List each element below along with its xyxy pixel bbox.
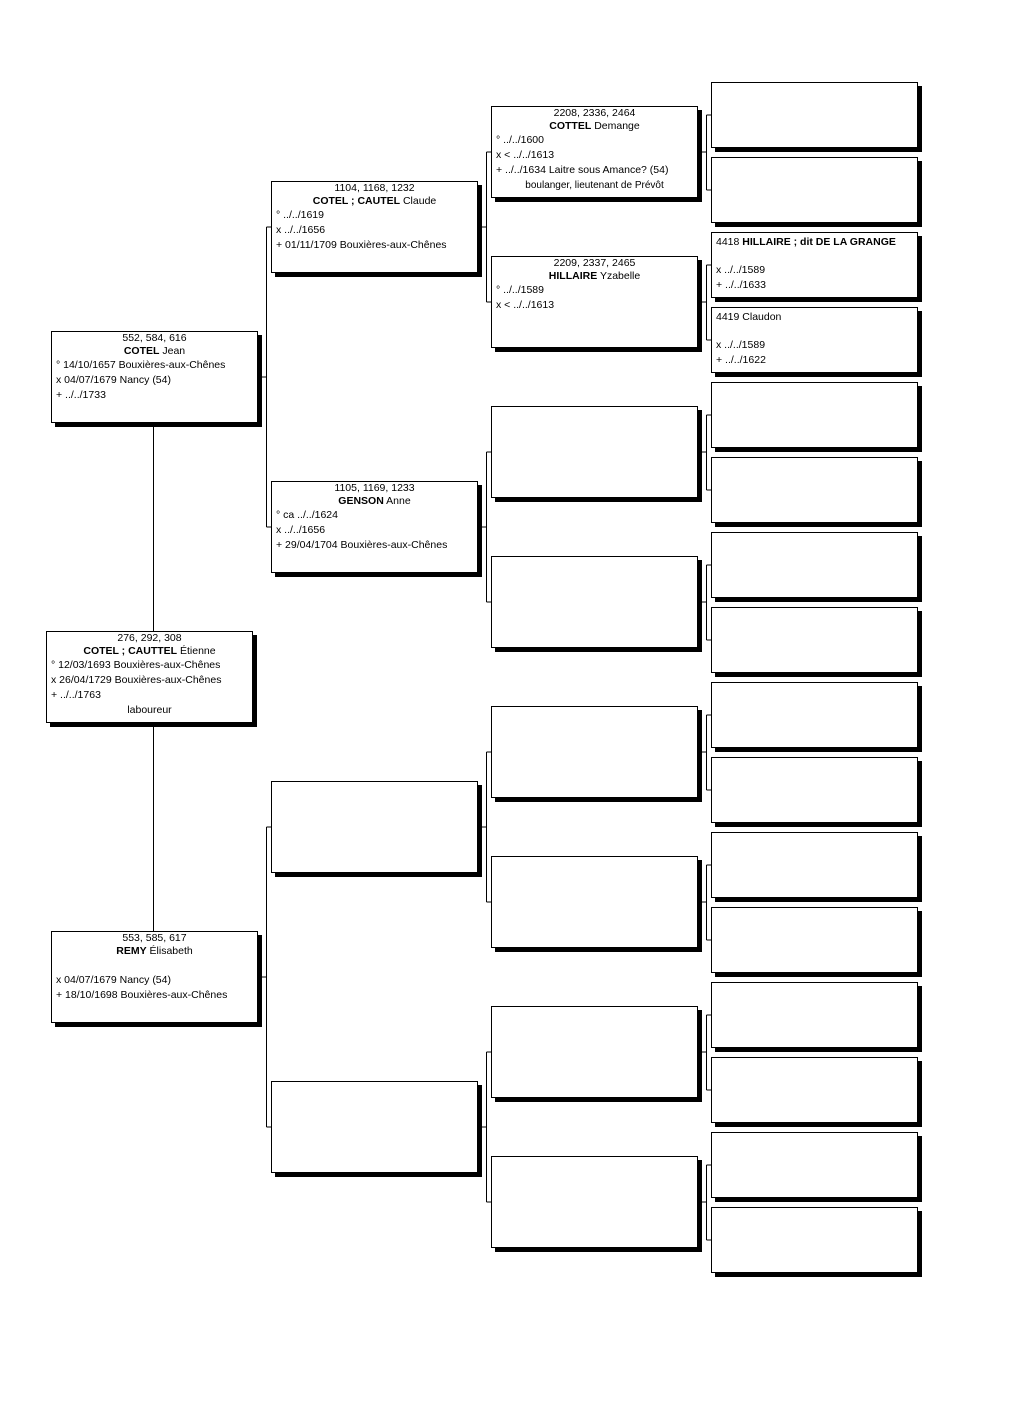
person-name: REMY Élisabeth — [116, 945, 193, 957]
death-event: + 29/04/1704 Bouxières-aux-Chênes — [276, 539, 448, 551]
person-card-4419[interactable]: 4419 Claudon x ../../1589 + ../../1622 — [711, 307, 918, 373]
person-card-empty[interactable] — [491, 556, 698, 648]
death-event: + ../../1634 Laitre sous Amance? (54) — [496, 164, 669, 176]
person-card-empty[interactable] — [711, 1132, 918, 1198]
person-card-empty[interactable] — [711, 682, 918, 748]
person-name: COTTEL Demange — [549, 120, 640, 132]
birth-event: ° ../../1619 — [276, 209, 324, 221]
person-card-empty[interactable] — [711, 1057, 918, 1123]
sosa-numbers: 276, 292, 308 — [117, 632, 182, 644]
birth-event: ° 12/03/1693 Bouxières-aux-Chênes — [51, 659, 221, 671]
marriage-event: x ../../1656 — [276, 524, 326, 536]
person-card-2209[interactable]: 2209, 2337, 2465 HILLAIRE Yzabelle ° ../… — [491, 256, 698, 348]
marriage-event: x 04/07/1679 Nancy (54) — [56, 974, 171, 986]
sosa-numbers: 1104, 1168, 1232 — [334, 182, 415, 194]
marriage-event: x ../../1656 — [276, 224, 326, 236]
person-card-empty[interactable] — [491, 1156, 698, 1248]
death-event: + ../../1733 — [56, 389, 106, 401]
person-card-empty[interactable] — [711, 457, 918, 523]
person-name: HILLAIRE Yzabelle — [548, 270, 641, 282]
occupation: laboureur — [127, 704, 172, 716]
sosa-numbers: 552, 584, 616 — [122, 332, 187, 344]
marriage-event: x 04/07/1679 Nancy (54) — [56, 374, 171, 386]
marriage-event: x ../../1589 — [716, 264, 766, 276]
birth-event: ° ../../1600 — [496, 134, 544, 146]
person-card-empty[interactable] — [711, 382, 918, 448]
sosa-numbers: 1105, 1169, 1233 — [334, 482, 415, 494]
person-name: COTEL ; CAUTTEL Étienne — [83, 645, 216, 657]
person-card-empty[interactable] — [271, 781, 478, 873]
person-card-empty[interactable] — [711, 907, 918, 973]
person-card-empty[interactable] — [711, 607, 918, 673]
person-card-empty[interactable] — [711, 157, 918, 223]
person-card-empty[interactable] — [491, 706, 698, 798]
birth-event: ° 14/10/1657 Bouxières-aux-Chênes — [56, 359, 226, 371]
death-event: + ../../1763 — [51, 689, 101, 701]
person-name: COTEL Jean — [123, 345, 186, 357]
person-card-empty[interactable] — [711, 1207, 918, 1273]
person-card-276[interactable]: 276, 292, 308 COTEL ; CAUTTEL Étienne ° … — [46, 631, 253, 723]
person-card-empty[interactable] — [711, 757, 918, 823]
birth-event: ° ca ../../1624 — [276, 509, 338, 521]
person-card-1104[interactable]: 1104, 1168, 1232 COTEL ; CAUTEL Claude °… — [271, 181, 478, 273]
person-card-553[interactable]: 553, 585, 617 REMY Élisabeth x 04/07/167… — [51, 931, 258, 1023]
person-card-552[interactable]: 552, 584, 616 COTEL Jean ° 14/10/1657 Bo… — [51, 331, 258, 423]
death-event: + 01/11/1709 Bouxières-aux-Chênes — [276, 239, 447, 251]
marriage-event: x ../../1589 — [716, 339, 766, 351]
person-card-4418[interactable]: 4418 HILLAIRE ; dit DE LA GRANGE x ../..… — [711, 232, 918, 298]
birth-event — [52, 958, 257, 973]
person-card-empty[interactable] — [711, 982, 918, 1048]
person-card-2208[interactable]: 2208, 2336, 2464 COTTEL Demange ° ../../… — [491, 106, 698, 198]
sosa-numbers: 2209, 2337, 2465 — [553, 257, 636, 269]
person-name: 4418 HILLAIRE ; dit DE LA GRANGE — [716, 236, 896, 248]
death-event: + 18/10/1698 Bouxières-aux-Chênes — [56, 989, 228, 1001]
person-card-empty[interactable] — [711, 532, 918, 598]
death-event: + ../../1622 — [716, 354, 766, 366]
birth-event: ° ../../1589 — [496, 284, 544, 296]
death-event: + ../../1633 — [716, 279, 766, 291]
person-card-empty[interactable] — [491, 406, 698, 498]
person-card-1105[interactable]: 1105, 1169, 1233 GENSON Anne ° ca ../../… — [271, 481, 478, 573]
marriage-event: x < ../../1613 — [496, 149, 555, 161]
marriage-event: x 26/04/1729 Bouxières-aux-Chênes — [51, 674, 222, 686]
person-card-empty[interactable] — [271, 1081, 478, 1173]
person-card-empty[interactable] — [491, 1006, 698, 1098]
person-card-empty[interactable] — [711, 82, 918, 148]
marriage-event: x < ../../1613 — [496, 299, 555, 311]
sosa-numbers: 2208, 2336, 2464 — [553, 107, 636, 119]
person-name: 4419 Claudon — [716, 311, 782, 323]
person-card-empty[interactable] — [491, 856, 698, 948]
occupation: boulanger, lieutenant de Prévôt — [525, 180, 664, 191]
person-card-empty[interactable] — [711, 832, 918, 898]
sosa-numbers: 553, 585, 617 — [122, 932, 187, 944]
person-name: COTEL ; CAUTEL Claude — [312, 195, 437, 207]
person-name: GENSON Anne — [338, 495, 411, 507]
